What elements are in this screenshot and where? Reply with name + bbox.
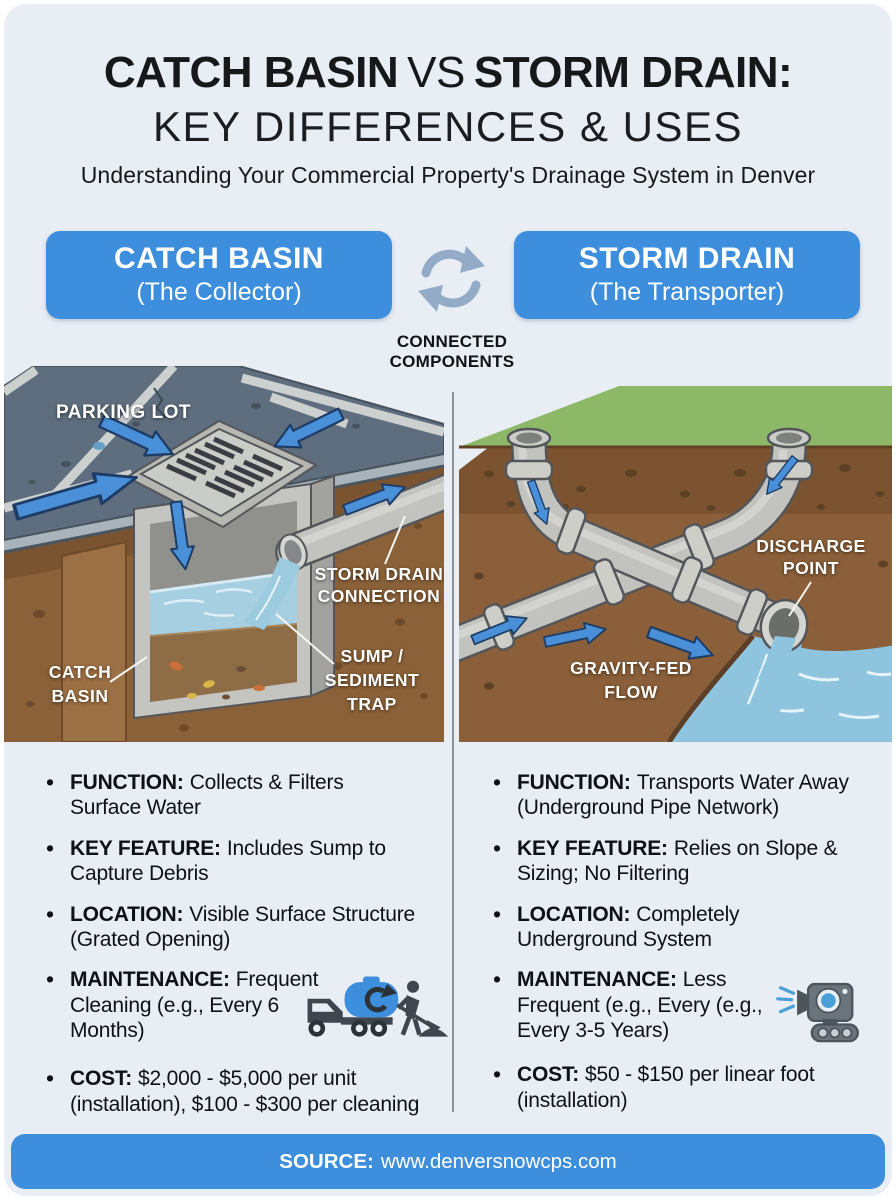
title-separator: VS (407, 48, 465, 97)
catch-basin-label: CATCH (49, 662, 111, 682)
storm-drain-connection-label: STORM DRAIN (315, 564, 444, 584)
catch-basin-card-subtitle: (The Collector) (136, 278, 302, 306)
cycle-arrows-icon (415, 233, 489, 329)
detail-label: KEY FEATURE: (517, 836, 668, 860)
catch-basin-card-title: CATCH BASIN (114, 242, 324, 275)
detail-label: FUNCTION: (517, 771, 631, 794)
detail-text: Visible Surface Structure (Grated Openin… (70, 902, 416, 952)
pipe-inspection-camera-icon (775, 971, 867, 1045)
detail-text: Completely Underground System (517, 902, 740, 952)
discharge-point-label-2: POINT (783, 558, 839, 578)
detail-text: Includes Sump to Capture Debris (70, 836, 386, 886)
list-item: FUNCTION:Collects & Filters Surface Wate… (44, 769, 406, 821)
detail-text: Relies on Slope & Sizing; No Filtering (517, 836, 838, 886)
title-part1: CATCH BASIN (103, 48, 399, 97)
storm-drain-card-title: STORM DRAIN (578, 242, 796, 275)
detail-text: Frequent Cleaning (e.g., Every 6 Months) (70, 968, 319, 1043)
detail-text: Collects & Filters Surface Water (70, 771, 344, 820)
detail-label: COST: (70, 1067, 133, 1091)
title-part2: STORM DRAIN: (473, 48, 793, 97)
gravity-fed-flow-label-2: FLOW (604, 682, 658, 702)
list-item: KEY FEATURE:Relies on Slope & Sizing; No… (491, 835, 889, 887)
sump-label-2: SEDIMENT (325, 670, 419, 690)
storm-drain-card-subtitle: (The Transporter) (589, 278, 785, 306)
list-item: LOCATION:Completely Underground System (491, 901, 797, 953)
page-title-line2: KEY DIFFERENCES & USES (152, 103, 744, 150)
storm-drain-details-list: FUNCTION:Transports Water Away (Undergro… (491, 769, 889, 1128)
source-url: www.denversnowcps.com (380, 1150, 617, 1173)
storm-drain-connection-label-2: CONNECTION (318, 586, 441, 606)
list-item: KEY FEATURE:Includes Sump to Capture Deb… (44, 835, 406, 887)
list-item: MAINTENANCE:Frequent Cleaning (e.g., Eve… (44, 966, 456, 1051)
storm-drain-card: STORM DRAIN (The Transporter) (514, 231, 860, 319)
discharge-point-label: DISCHARGE (756, 536, 866, 556)
list-item: COST:$2,000 - $5,000 per unit (installat… (44, 1065, 476, 1117)
detail-text: $50 - $150 per linear foot (installation… (517, 1063, 815, 1112)
source-label: SOURCE: (279, 1150, 374, 1173)
connected-components-label: CONNECTED COMPONENTS (362, 332, 542, 372)
catch-basin-diagram: PARKING LOT STORM DRAIN CONNECTION CATCH… (4, 362, 474, 743)
list-item: FUNCTION:Transports Water Away (Undergro… (491, 769, 889, 821)
sump-label: SUMP / (341, 646, 404, 666)
list-item: LOCATION:Visible Surface Structure (Grat… (44, 901, 456, 953)
page-subtitle: Understanding Your Commercial Property's… (80, 162, 816, 188)
detail-label: LOCATION: (70, 902, 184, 926)
storm-drain-diagram: DISCHARGE POINT GRAVITY-FED FLOW (444, 374, 892, 744)
source-bar: SOURCE: www.denversnowcps.com (11, 1134, 885, 1189)
detail-text: $2,000 - $5,000 per unit (installation),… (70, 1067, 420, 1116)
connected-label-line1: CONNECTED (396, 332, 508, 351)
list-item: MAINTENANCE:Less Frequent (e.g., Every (… (491, 966, 889, 1047)
detail-label: KEY FEATURE: (70, 836, 221, 860)
detail-label: MAINTENANCE: (70, 968, 230, 992)
catch-basin-card: CATCH BASIN (The Collector) (46, 231, 392, 319)
detail-label: FUNCTION: (70, 771, 184, 794)
column-divider (452, 392, 454, 1112)
vacuum-truck-worker-icon (302, 971, 450, 1045)
detail-label: COST: (517, 1063, 580, 1087)
parking-lot-label: PARKING LOT (56, 402, 191, 423)
detail-label: MAINTENANCE: (517, 968, 677, 992)
catch-basin-label-2: BASIN (52, 686, 109, 706)
catch-basin-details-list: FUNCTION:Collects & Filters Surface Wate… (44, 769, 456, 1132)
gravity-fed-flow-label: GRAVITY-FED (570, 658, 692, 678)
connected-label-line2: COMPONENTS (389, 352, 515, 372)
detail-label: LOCATION: (517, 902, 631, 926)
sump-label-3: TRAP (347, 694, 397, 714)
detail-text: Transports Water Away (Underground Pipe … (517, 771, 849, 820)
debris (169, 661, 265, 700)
detail-text: Less Frequent (e.g., Every (e.g., Every … (517, 968, 763, 1043)
list-item: COST:$50 - $150 per linear foot (install… (491, 1061, 889, 1113)
